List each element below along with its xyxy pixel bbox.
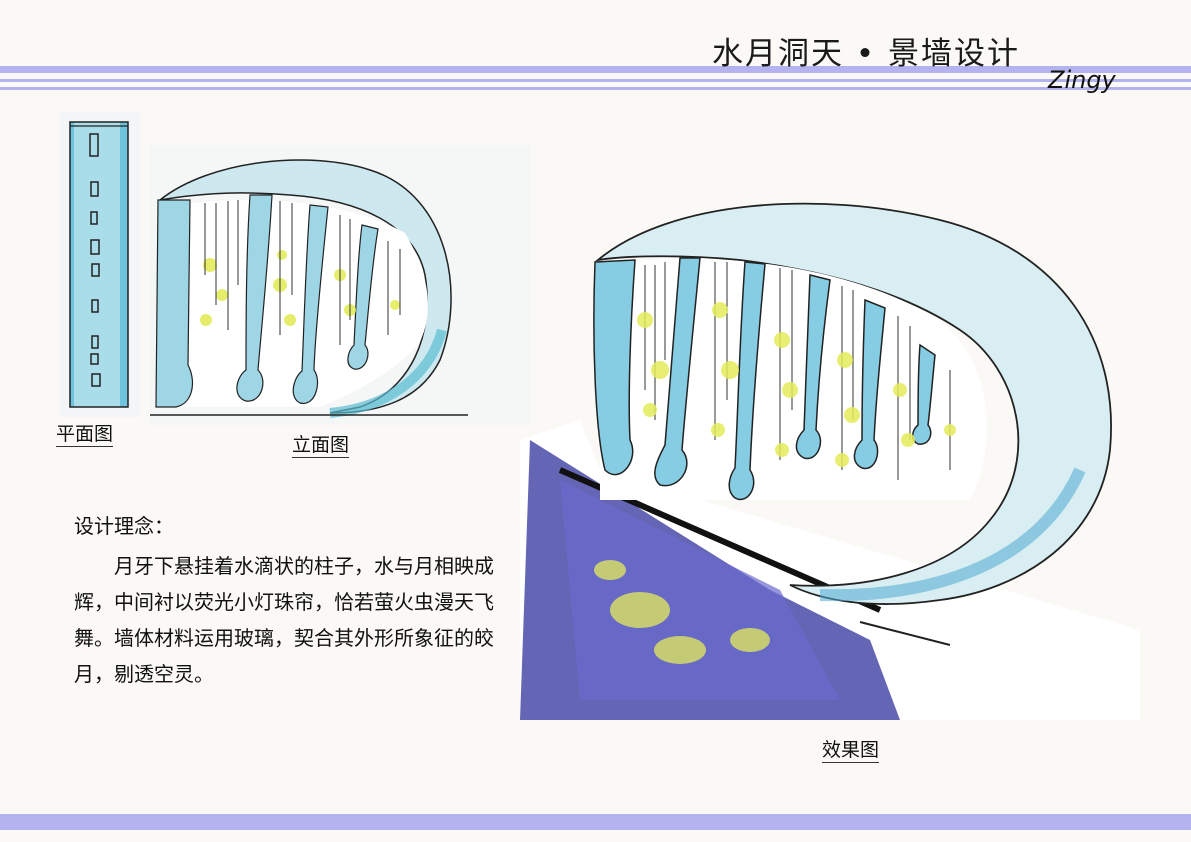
top-band-thin-2	[0, 87, 1191, 90]
top-band-thin-1	[0, 79, 1191, 82]
concept-body: 月牙下悬挂着水滴状的柱子，水与月相映成辉，中间衬以荧光小灯珠帘，恰若萤火虫漫天飞…	[74, 554, 494, 686]
design-concept: 设计理念： 月牙下悬挂着水滴状的柱子，水与月相映成辉，中间衬以荧光小灯珠帘，恰若…	[74, 508, 514, 692]
plan-drawing	[60, 112, 140, 417]
page-title: 水月洞天 • 景墙设计	[712, 36, 1020, 72]
bottom-band	[0, 814, 1191, 830]
elevation-drawing	[150, 145, 530, 425]
concept-title: 设计理念：	[74, 514, 174, 538]
effect-caption: 效果图	[822, 739, 880, 763]
elevation-caption: 立面图	[292, 434, 350, 458]
top-band-thick	[0, 66, 1191, 73]
effect-drawing	[520, 202, 1140, 720]
author-signature: Zingy	[1048, 66, 1116, 94]
plan-caption: 平面图	[56, 423, 114, 447]
